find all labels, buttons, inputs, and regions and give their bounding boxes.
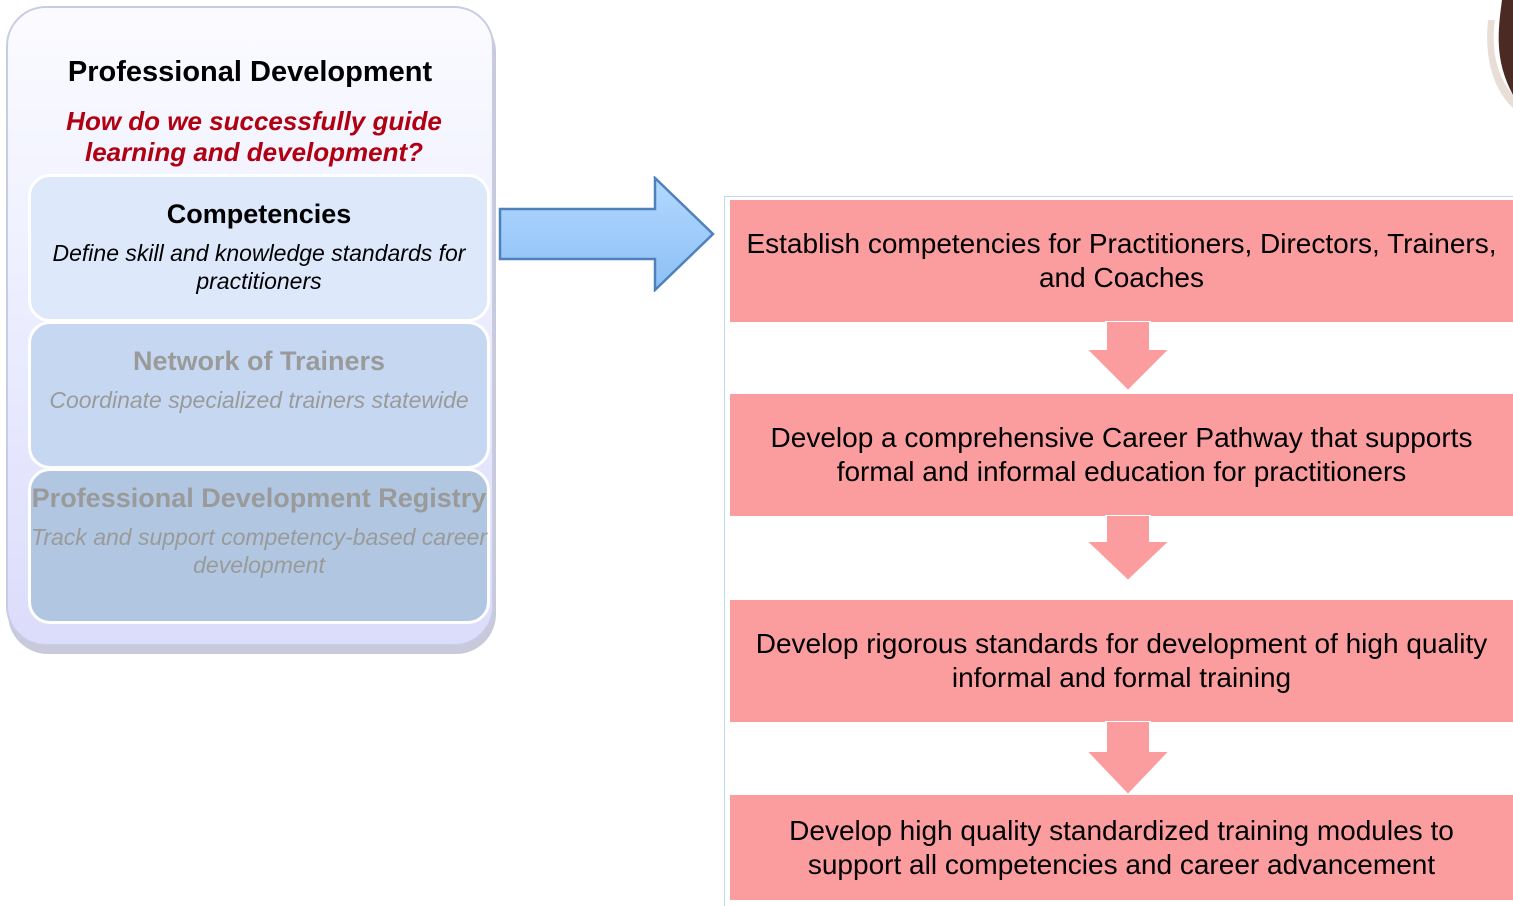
flow-step: Establish competencies for Practitioners… <box>730 200 1513 322</box>
step-text: Develop a comprehensive Career Pathway t… <box>770 422 1473 487</box>
down-arrow-icon <box>1084 721 1172 797</box>
professional-development-panel: Professional Development How do we succe… <box>6 6 494 646</box>
panel-title: Professional Development <box>67 56 433 88</box>
card-title: Network of Trainers <box>132 346 386 376</box>
flow-step: Develop high quality standardized traini… <box>730 795 1513 900</box>
down-arrow-icon <box>1084 321 1172 393</box>
step-text: Develop high quality standardized traini… <box>789 814 1454 880</box>
step-text: Develop rigorous standards for developme… <box>755 628 1488 693</box>
card-title: Professional Development Registry <box>31 483 487 513</box>
flow-step: Develop a comprehensive Career Pathway t… <box>730 394 1513 516</box>
down-arrow-icon <box>1084 515 1172 583</box>
card-description: Coordinate specialized trainers statewid… <box>49 387 469 413</box>
card-title: Competencies <box>166 199 352 229</box>
photo-fragment <box>1487 0 1513 108</box>
flow-step: Develop rigorous standards for developme… <box>730 600 1513 722</box>
card-description: Track and support competency-based caree… <box>31 524 487 578</box>
right-arrow-icon <box>498 176 715 292</box>
card-network-of-trainers[interactable]: Network of Trainers Coordinate specializ… <box>28 321 490 469</box>
panel-question: How do we successfully guide learning an… <box>66 106 442 167</box>
step-text: Establish competencies for Practitioners… <box>746 228 1497 293</box>
card-pd-registry[interactable]: Professional Development Registry Track … <box>28 468 490 624</box>
card-description: Define skill and knowledge standards for… <box>52 240 466 294</box>
card-competencies[interactable]: Competencies Define skill and knowledge … <box>28 174 490 322</box>
flow-frame <box>724 196 1513 906</box>
